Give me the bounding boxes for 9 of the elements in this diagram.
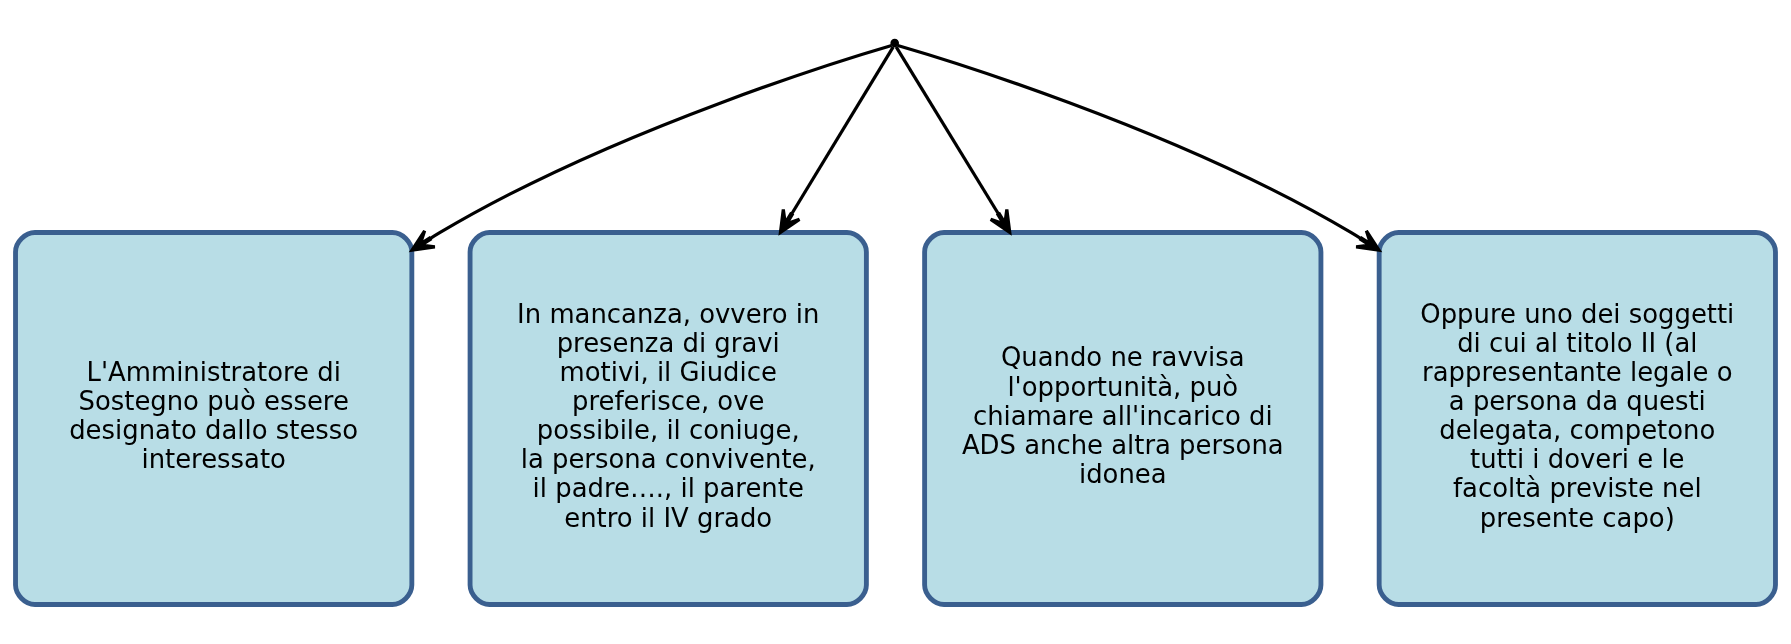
node-box: Quando ne ravvisa l'opportunità, può chiamare all'incarico di ADS anche altra persona idonea: [922, 230, 1324, 607]
node-box: Oppure uno dei soggetti di cui al titolo II (al rappresentante legale o a persona da questi delegata, competono tutti i doveri e le facoltà previste nel presente capo): [1376, 230, 1778, 607]
arrow: [894, 46, 1012, 234]
arrow: [410, 43, 893, 252]
node-box: L'Amministratore di Sostegno può essere designato dallo stesso interessato: [13, 230, 415, 607]
arrow: [778, 46, 895, 234]
node-point: [890, 38, 899, 48]
arrow: [897, 43, 1381, 252]
node-box: In mancanza, ovvero in presenza di gravi motivi, il Giudice preferisce, ove possibile, il coniuge, la persona convivente, il padre…., il parente entro il IV grado: [467, 230, 869, 607]
